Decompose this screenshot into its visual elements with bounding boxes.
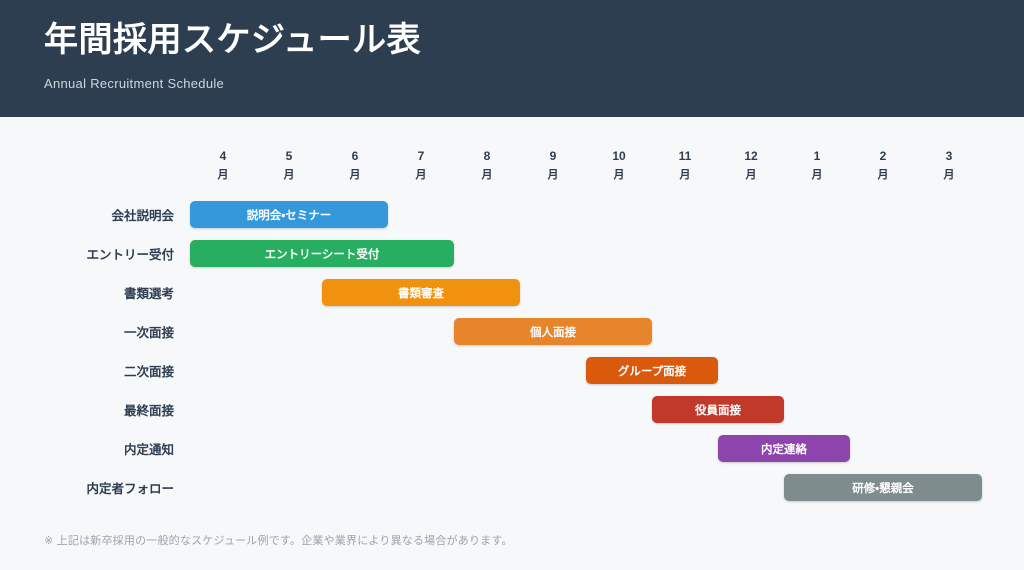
- gantt-bar[interactable]: 役員面接: [652, 396, 784, 423]
- month-number: 11: [678, 149, 692, 163]
- task-track: 内定連絡: [190, 429, 982, 468]
- month-number: 4: [219, 149, 227, 163]
- month-column-10: 10 月: [586, 149, 652, 183]
- month-unit: 月: [217, 169, 229, 181]
- task-row-label: 内定通知: [123, 443, 174, 457]
- task-row-label: エントリー受付: [86, 248, 174, 262]
- month-unit: 月: [547, 169, 559, 181]
- month-unit: 月: [613, 169, 625, 181]
- month-number: 1: [813, 149, 821, 163]
- gantt-bar[interactable]: 研修・懇親会: [784, 474, 982, 501]
- task-row: 二次面接 グループ面接: [0, 351, 1024, 390]
- task-row: 内定通知 内定連絡: [0, 429, 1024, 468]
- month-unit: 月: [349, 169, 361, 181]
- task-row-label: 会社説明会: [111, 209, 174, 223]
- page-header: 年間採用スケジュール表 Annual Recruitment Schedule: [0, 0, 1024, 117]
- task-track: 説明会・セミナー: [190, 195, 982, 234]
- task-track: 研修・懇親会: [190, 468, 982, 507]
- month-number: 7: [417, 149, 425, 163]
- task-track: 役員面接: [190, 390, 982, 429]
- month-number: 10: [612, 149, 626, 163]
- task-rows: 会社説明会 説明会・セミナーエントリー受付 エントリーシート受付書類選考 書類審査一次…: [0, 195, 1024, 507]
- month-number: 2: [879, 149, 887, 163]
- month-unit: 月: [877, 169, 889, 181]
- gantt-bar[interactable]: 個人面接: [454, 318, 652, 345]
- month-unit: 月: [481, 169, 493, 181]
- footnote: ※ 上記は新卒採用の一般的なスケジュール例です。企業や業界により異なる場合があり…: [44, 535, 513, 547]
- task-row: 一次面接 個人面接: [0, 312, 1024, 351]
- month-unit: 月: [679, 169, 691, 181]
- task-row-label: 二次面接: [123, 365, 174, 379]
- page-subtitle: Annual Recruitment Schedule: [44, 76, 225, 91]
- task-row-label: 内定者フォロー: [86, 482, 174, 496]
- gantt-bar[interactable]: グループ面接: [586, 357, 718, 384]
- task-track: 個人面接: [190, 312, 982, 351]
- month-unit: 月: [943, 169, 955, 181]
- month-number: 3: [945, 149, 953, 163]
- task-track: エントリーシート受付: [190, 234, 982, 273]
- task-row: エントリー受付 エントリーシート受付: [0, 234, 1024, 273]
- month-number: 5: [285, 149, 293, 163]
- month-number: 8: [483, 149, 491, 163]
- task-track: グループ面接: [190, 351, 982, 390]
- month-number: 6: [351, 149, 359, 163]
- task-track: 書類審査: [190, 273, 982, 312]
- month-unit: 月: [745, 169, 757, 181]
- task-row-label: 書類選考: [123, 287, 174, 301]
- task-row: 会社説明会 説明会・セミナー: [0, 195, 1024, 234]
- task-row-label: 最終面接: [123, 404, 174, 418]
- gantt-bar[interactable]: 内定連絡: [718, 435, 850, 462]
- task-row: 最終面接 役員面接: [0, 390, 1024, 429]
- month-unit: 月: [283, 169, 295, 181]
- task-row: 書類選考 書類審査: [0, 273, 1024, 312]
- gantt-bar[interactable]: 書類審査: [322, 279, 520, 306]
- month-number: 12: [744, 149, 758, 163]
- gantt-bar[interactable]: エントリーシート受付: [190, 240, 454, 267]
- month-unit: 月: [415, 169, 427, 181]
- page-title: 年間採用スケジュール表: [44, 21, 422, 59]
- gantt-bar[interactable]: 説明会・セミナー: [190, 201, 388, 228]
- month-unit: 月: [811, 169, 823, 181]
- month-column-11: 11 月: [652, 149, 718, 183]
- month-number: 9: [549, 149, 557, 163]
- month-column-12: 12 月: [718, 149, 784, 183]
- task-row: 内定者フォロー 研修・懇親会: [0, 468, 1024, 507]
- task-row-label: 一次面接: [123, 326, 174, 340]
